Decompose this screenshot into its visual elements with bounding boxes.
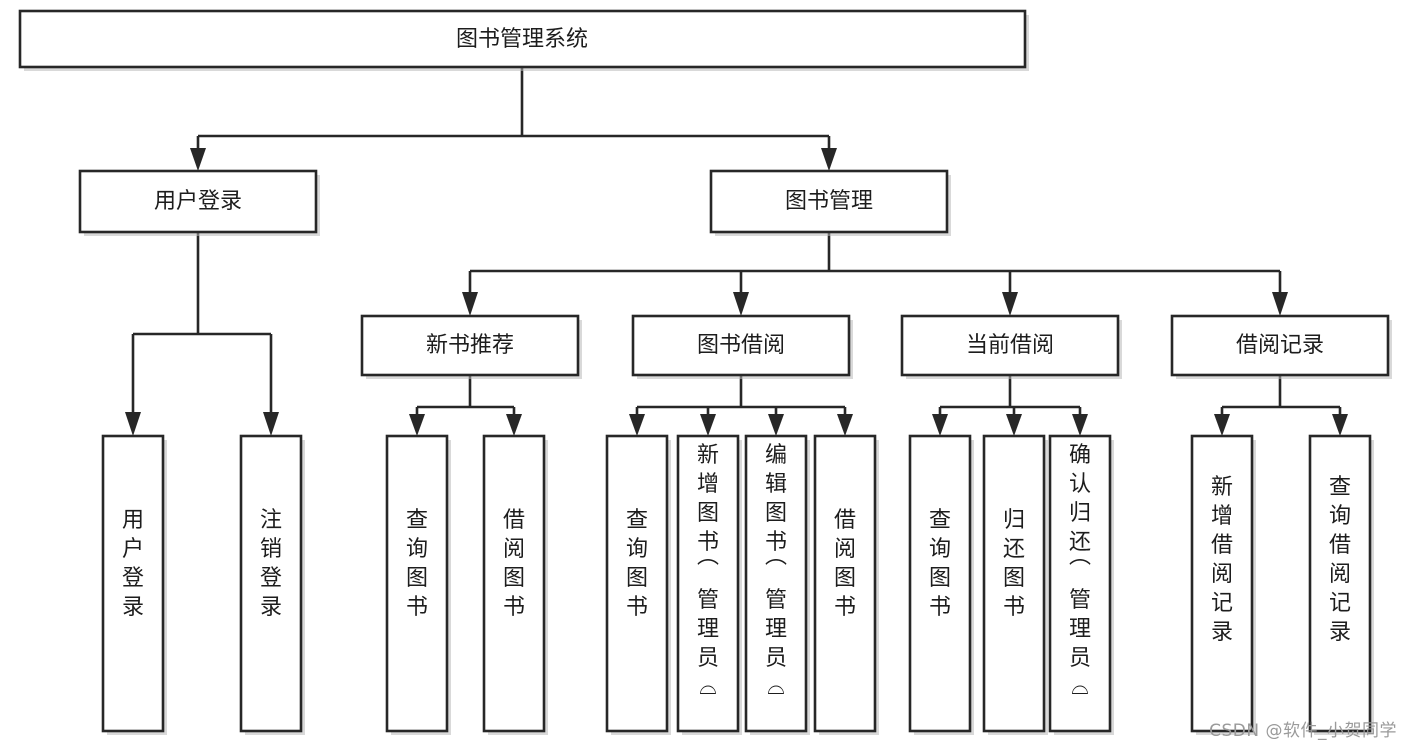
node-borrow-record[interactable]: 借阅记录: [1170, 314, 1392, 379]
node-new-book-recommend-label: 新书推荐: [426, 333, 514, 358]
node-leaf-return-book-label: 归还图书: [1003, 508, 1025, 620]
node-leaf-edit-book-admin[interactable]: 编辑图书⌒管理员⌓: [744, 434, 810, 735]
node-leaf-query-borrow-record-label: 查询借阅记录: [1329, 475, 1351, 645]
arrowhead-leaf-add-book-admin: [700, 414, 716, 436]
node-leaf-borrow-book-2-rect[interactable]: [813, 434, 877, 733]
arrowhead-new-book-recommend: [462, 292, 478, 316]
node-leaf-query-book-3-rect[interactable]: [908, 434, 972, 733]
leaf-layer: 用户登录 注销登录 查询图书 借阅图书 查询图书: [101, 434, 1374, 735]
arrowhead-leaf-user-login: [125, 412, 141, 436]
node-leaf-return-book[interactable]: 归还图书: [982, 434, 1048, 735]
node-leaf-query-book-3[interactable]: 查询图书: [908, 434, 974, 735]
arrowhead-borrow-record: [1272, 292, 1288, 316]
node-borrow-record-label: 借阅记录: [1236, 333, 1324, 358]
arrowhead-leaf-query-borrow-record: [1332, 414, 1348, 436]
arrowhead-leaf-query-book-1: [409, 414, 425, 436]
node-leaf-user-login-label: 用户登录: [122, 508, 144, 620]
arrowhead-user-login: [190, 148, 206, 171]
arrowhead-leaf-query-book-2: [629, 414, 645, 436]
node-leaf-query-book-1[interactable]: 查询图书: [385, 434, 451, 735]
node-leaf-query-book-2-label: 查询图书: [626, 508, 648, 620]
arrowhead-leaf-return-book: [1006, 414, 1022, 436]
node-borrow-record-rect[interactable]: [1170, 314, 1390, 377]
node-leaf-query-book-2-rect[interactable]: [605, 434, 669, 733]
node-leaf-query-book-1-rect[interactable]: [385, 434, 449, 733]
node-root[interactable]: 图书管理系统: [18, 9, 1029, 71]
node-leaf-user-login[interactable]: 用户登录: [101, 434, 167, 735]
node-leaf-confirm-return-admin[interactable]: 确认归还⌒管理员⌓: [1048, 434, 1114, 735]
node-book-management-rect[interactable]: [709, 169, 949, 234]
node-book-management[interactable]: 图书管理: [709, 169, 951, 236]
node-leaf-add-book-admin[interactable]: 新增图书⌒管理员⌓: [676, 434, 742, 735]
node-user-login-rect[interactable]: [78, 169, 318, 234]
node-leaf-query-book-3-label: 查询图书: [929, 508, 951, 620]
node-leaf-query-borrow-record[interactable]: 查询借阅记录: [1308, 434, 1374, 735]
arrowhead-leaf-user-logout: [263, 412, 279, 436]
arrowhead-leaf-borrow-book-2: [837, 414, 853, 436]
node-leaf-add-borrow-record-label: 新增借阅记录: [1211, 475, 1233, 645]
node-leaf-confirm-return-admin-label: 确认归还⌒管理员⌓: [1069, 443, 1091, 700]
node-leaf-query-borrow-record-rect[interactable]: [1308, 434, 1372, 733]
node-leaf-borrow-book-1[interactable]: 借阅图书: [482, 434, 548, 735]
node-leaf-edit-book-admin-label: 编辑图书⌒管理员⌓: [765, 443, 787, 700]
node-leaf-borrow-book-1-label: 借阅图书: [503, 508, 525, 620]
node-leaf-return-book-rect[interactable]: [982, 434, 1046, 733]
arrowhead-leaf-borrow-book-1: [506, 414, 522, 436]
node-leaf-borrow-book-1-rect[interactable]: [482, 434, 546, 733]
node-leaf-borrow-book-2[interactable]: 借阅图书: [813, 434, 879, 735]
node-leaf-user-logout-label: 注销登录: [260, 508, 282, 620]
node-leaf-query-book-1-label: 查询图书: [406, 508, 428, 620]
edge-layer: [125, 67, 1348, 436]
node-book-management-label: 图书管理: [785, 189, 873, 214]
arrowhead-book-borrow: [733, 292, 749, 316]
node-current-borrow-rect[interactable]: [900, 314, 1120, 377]
node-leaf-borrow-book-2-label: 借阅图书: [834, 508, 856, 620]
node-root-label: 图书管理系统: [456, 27, 588, 52]
node-leaf-add-borrow-record-rect[interactable]: [1190, 434, 1254, 733]
arrowhead-current-borrow: [1002, 292, 1018, 316]
node-leaf-user-logout-rect[interactable]: [239, 434, 303, 733]
node-user-login[interactable]: 用户登录: [78, 169, 320, 236]
node-leaf-add-book-admin-label: 新增图书⌒管理员⌓: [697, 443, 719, 700]
node-new-book-recommend[interactable]: 新书推荐: [360, 314, 582, 379]
node-leaf-user-login-rect[interactable]: [101, 434, 165, 733]
node-leaf-add-book-admin-rect[interactable]: [676, 434, 740, 733]
node-book-borrow[interactable]: 图书借阅: [631, 314, 853, 379]
node-current-borrow-label: 当前借阅: [966, 333, 1054, 358]
arrowhead-leaf-add-borrow-record: [1214, 414, 1230, 436]
arrowhead-leaf-edit-book-admin: [768, 414, 784, 436]
node-book-borrow-label: 图书借阅: [697, 333, 785, 358]
node-root-rect[interactable]: [18, 9, 1027, 69]
node-leaf-add-borrow-record[interactable]: 新增借阅记录: [1190, 434, 1256, 735]
arrowhead-leaf-query-book-3: [932, 414, 948, 436]
node-book-borrow-rect[interactable]: [631, 314, 851, 377]
node-user-login-label: 用户登录: [154, 189, 242, 214]
node-leaf-query-book-2[interactable]: 查询图书: [605, 434, 671, 735]
node-current-borrow[interactable]: 当前借阅: [900, 314, 1122, 379]
node-leaf-user-logout[interactable]: 注销登录: [239, 434, 305, 735]
node-leaf-confirm-return-admin-rect[interactable]: [1048, 434, 1112, 733]
node-leaf-edit-book-admin-rect[interactable]: [744, 434, 808, 733]
node-new-book-recommend-rect[interactable]: [360, 314, 580, 377]
arrowhead-leaf-confirm-return-admin: [1072, 414, 1088, 436]
arrowhead-book-management: [821, 148, 837, 171]
